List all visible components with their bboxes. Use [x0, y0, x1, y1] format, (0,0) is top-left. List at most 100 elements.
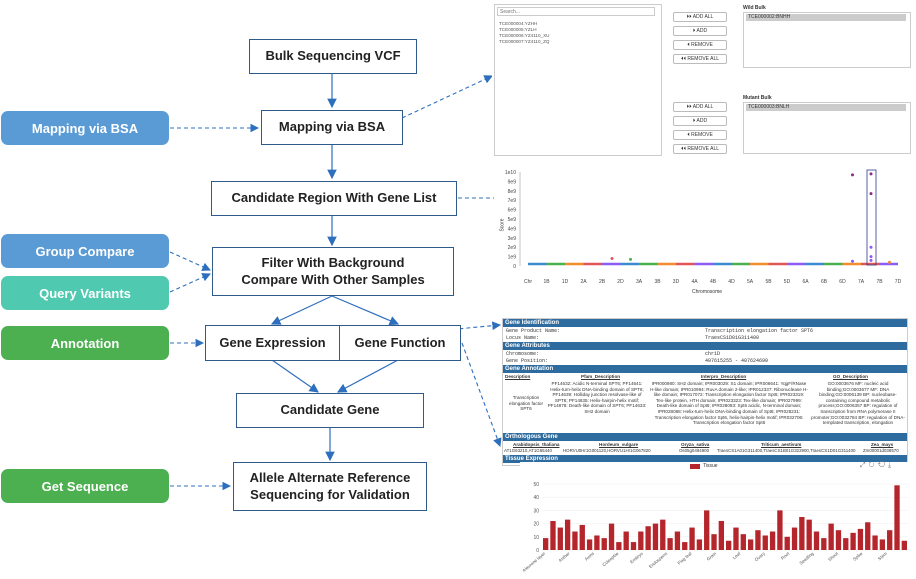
mutant-add-all-button[interactable]: ⏵⏵ ADD ALL [673, 102, 727, 112]
wild-bulk-item[interactable]: TCE000002:BNHH [746, 14, 906, 21]
sample-item[interactable]: TCE000004:YZHH [499, 21, 538, 26]
sample-item[interactable]: TCE000007:YZ4110_ZQ [499, 39, 550, 44]
manhattan-ytick: 1e9 [508, 255, 517, 261]
manhattan-ytick: 2e9 [508, 245, 517, 251]
ortho-col-oryza: Oryza_sativa [681, 442, 710, 447]
sample-item[interactable]: TCE000005:YZLH [499, 27, 537, 32]
wild-add-button[interactable]: ⏵ ADD [673, 26, 727, 36]
ortho-value-hordeum: HORVU0Hr1G001120,HORVU1Hr1G067820 [563, 448, 651, 453]
side-mapping-via-bsa[interactable]: Mapping via BSA [1, 111, 169, 145]
tissue-bar [572, 531, 578, 550]
side-annotation-label: Annotation [50, 335, 120, 351]
refresh-icon[interactable]: ↻ [868, 462, 878, 469]
wild-remove-all-button[interactable]: ⏴⏴ REMOVE ALL [673, 54, 727, 64]
side-get-sequence[interactable]: Get Sequence [1, 469, 169, 503]
locus-name-label: Locus Name: [506, 335, 540, 341]
flow-gene-function-label: Gene Function [354, 334, 446, 350]
tissue-ytick: 50 [533, 482, 539, 488]
save-icon[interactable]: ⤓ [888, 462, 895, 469]
manhattan-point [869, 258, 873, 262]
ortho-value-triticum: TraesCS1A01G311400,TraesCS1B01G322900,Tr… [717, 448, 856, 453]
tissue-bar [755, 530, 761, 550]
manhattan-ytick: 8e9 [508, 189, 517, 195]
gene-position-label: Gene Position: [506, 358, 549, 364]
mutant-bulk-item[interactable]: TCE000003:BNLH [746, 104, 906, 111]
tissue-bar [645, 526, 651, 550]
tissue-ytick: 20 [533, 522, 539, 528]
manhattan-xtick: 5A [747, 279, 754, 285]
tissue-bar [901, 540, 907, 550]
mutant-remove-all-button[interactable]: ⏴⏴ REMOVE ALL [673, 144, 727, 154]
gene-info-panel: Gene Identification Gene Product Name: T… [502, 318, 908, 466]
tissue-bar [652, 523, 659, 550]
tissue-bar [630, 542, 637, 550]
sample-list-box: TCE000004:YZHH TCE000005:YZLH TCE000006:… [494, 4, 662, 156]
flow-allele-line2: Sequencing for Validation [250, 486, 410, 502]
wild-remove-button[interactable]: ⏴ REMOVE [673, 40, 727, 50]
tissue-bar [747, 539, 754, 550]
tissue-xlabel: Leaf [732, 550, 742, 560]
manhattan-ytick: 1e10 [505, 170, 516, 176]
restore-icon[interactable]: ⟲ [877, 462, 889, 469]
orthologous-gene-header: Orthologous Gene [503, 433, 907, 441]
sample-item[interactable]: TCE000006:YZ4110_XU [499, 33, 550, 38]
tissue-bar [550, 520, 556, 550]
wild-add-all-button[interactable]: ⏵⏵ ADD ALL [673, 12, 727, 22]
manhattan-point [869, 192, 873, 196]
flow-bulk-vcf: Bulk Sequencing VCF [249, 39, 417, 74]
tissue-xlabel: Awns [584, 550, 596, 561]
anno-col-pfam: Pfam_Description [581, 374, 621, 379]
legend-label: Tissue [703, 463, 718, 469]
tissue-bar [777, 510, 783, 550]
manhattan-xtick: Chr [524, 279, 532, 285]
manhattan-xlabel: Chromosome [692, 289, 723, 295]
manhattan-ytick: 7e9 [508, 198, 517, 204]
side-query-variants[interactable]: Query Variants [1, 276, 169, 310]
ortho-value-arabidopsis: AT1G63210,AT1G65440 [504, 448, 552, 453]
tissue-xlabel: Grain [706, 551, 718, 562]
manhattan-ytick: 5e9 [508, 217, 517, 223]
tissue-bar [674, 531, 681, 550]
tissue-bar [865, 522, 871, 550]
tissue-bar [843, 538, 849, 550]
tissue-bar [711, 534, 717, 550]
ortho-value-oryza: Os05g0494900 [679, 448, 710, 453]
tissue-bar [806, 519, 812, 550]
tissue-xlabel: Ovary [754, 550, 767, 562]
anno-col-description: Description [505, 374, 531, 379]
tissue-bar [887, 530, 893, 550]
bsa-selector-panel: TCE000004:YZHH TCE000005:YZLH TCE000006:… [492, 2, 912, 156]
wild-bulk-label: Wild Bulk [743, 5, 766, 11]
side-annotation[interactable]: Annotation [1, 326, 169, 360]
tissue-bar [894, 485, 900, 550]
tissue-bar [718, 520, 724, 550]
side-group-compare[interactable]: Group Compare [1, 234, 169, 268]
mutant-add-button[interactable]: ⏵ ADD [673, 116, 727, 126]
tissue-xlabel: Aleurone layer [521, 551, 546, 573]
arrow-expression-to-gene [271, 359, 319, 393]
product-name-value: Transcription elongation factor SPT6 [705, 328, 814, 334]
manhattan-xtick: 6A [802, 279, 809, 285]
anno-description-value: Transcription elongation factor SPT6 [509, 395, 543, 412]
sample-search-input[interactable] [497, 7, 655, 16]
anno-col-go: GO_Description [833, 374, 868, 379]
dash-to-bsa-panel [401, 75, 493, 119]
tissue-bar [616, 542, 622, 550]
tissue-xlabel: Stem [877, 551, 888, 562]
tissue-bar [623, 531, 629, 550]
manhattan-ytick: 6e9 [508, 208, 517, 214]
manhattan-xtick: 5D [784, 279, 791, 285]
zoom-icon[interactable]: ⤢ [860, 462, 869, 469]
tissue-bar [704, 510, 710, 550]
gene-identification-header: Gene Identification [503, 319, 907, 327]
flow-filter-background: Filter With Background Compare With Othe… [212, 247, 454, 296]
tissue-bar [784, 536, 790, 550]
manhattan-point [869, 245, 873, 249]
gene-attributes-header: Gene Attributes [503, 342, 907, 350]
manhattan-point [869, 255, 873, 259]
mutant-remove-button[interactable]: ⏴ REMOVE [673, 130, 727, 140]
tissue-bar [667, 538, 673, 550]
tissue-bar [813, 531, 820, 550]
tissue-bar [857, 528, 864, 550]
tissue-xlabel: Coleoptile [601, 551, 620, 568]
